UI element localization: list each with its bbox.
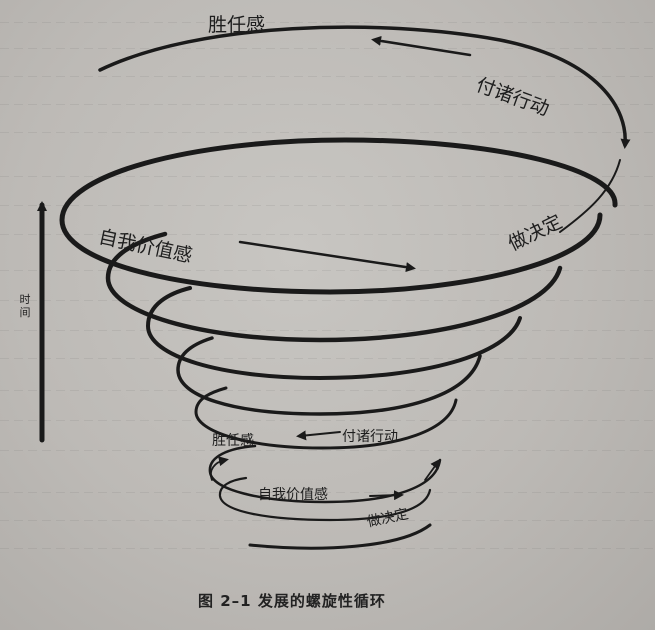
bleed-texture	[0, 450, 655, 451]
bleed-texture	[0, 76, 655, 77]
spiral-loop-2	[105, 231, 563, 343]
label-competence-bottom: 胜任感	[212, 433, 254, 449]
bleed-texture	[0, 390, 655, 391]
bleed-texture	[0, 492, 655, 493]
spiral-loop-7	[218, 476, 432, 522]
bleed-texture	[0, 420, 655, 421]
arrow-small-self-worth	[369, 490, 404, 501]
arrow-small-right	[424, 458, 441, 481]
spiral-loop-1	[59, 137, 618, 295]
spiral-loop-6	[208, 444, 442, 504]
arrow-decide-up	[559, 159, 621, 233]
bleed-texture	[0, 176, 655, 177]
arrow-small-act	[296, 430, 341, 441]
bleed-texture	[0, 234, 655, 235]
arrow-act-to-competence	[371, 35, 472, 57]
label-act-bottom: 付诸行动	[342, 429, 398, 445]
spiral-loop-5	[194, 386, 458, 450]
bleed-texture	[0, 132, 655, 133]
bleed-texture	[0, 48, 655, 49]
bleed-texture	[0, 104, 655, 105]
spiral-loop-4	[176, 336, 482, 416]
arrow-self-worth	[238, 240, 416, 273]
label-competence-top: 胜任感	[208, 14, 266, 36]
spiral-loop-3	[145, 286, 522, 381]
time-axis-label: 时间	[19, 293, 31, 319]
label-self-worth-bottom: 自我价值感	[258, 487, 328, 503]
spiral-tail	[248, 523, 432, 550]
arrow-small-loop	[210, 456, 229, 481]
bleed-texture	[0, 22, 655, 23]
bleed-texture	[0, 205, 655, 206]
figure-caption: 图 2–1 发展的螺旋性循环	[198, 592, 386, 610]
bleed-texture	[0, 358, 655, 359]
bleed-texture	[0, 330, 655, 331]
bleed-texture	[0, 300, 655, 301]
spiral-top-arc	[98, 25, 631, 149]
bleed-texture	[0, 270, 655, 271]
